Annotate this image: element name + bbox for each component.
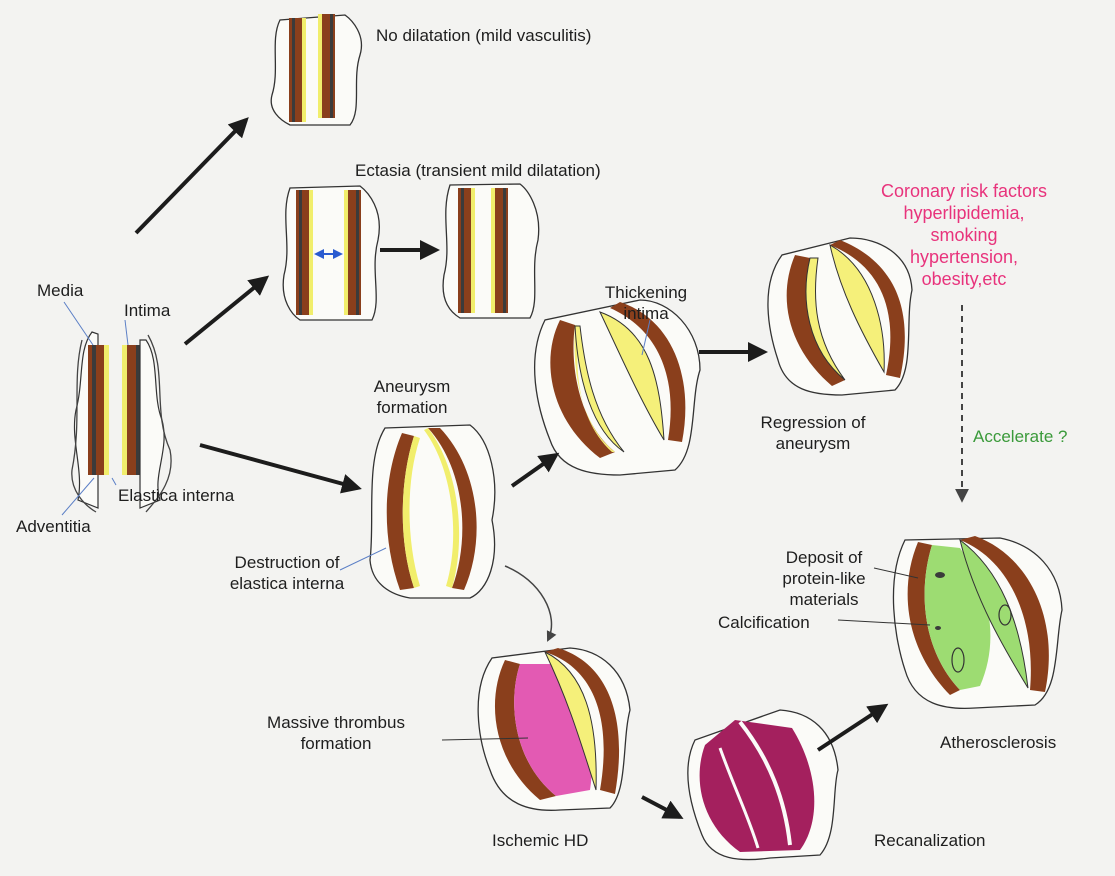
media-label: Media: [37, 280, 83, 301]
risk-factors-label: Coronary risk factors hyperlipidemia, sm…: [858, 180, 1070, 290]
calcification-label: Calcification: [718, 612, 810, 633]
aneurysm-formation-label: Aneurysm formation: [362, 376, 462, 418]
regression-label: Regression of aneurysm: [750, 412, 876, 454]
regression-line-2: aneurysm: [750, 433, 876, 454]
aneurysm-formation-line-1: Aneurysm: [362, 376, 462, 397]
adventitia-label: Adventitia: [16, 516, 91, 537]
recanalization-vessel: [688, 710, 838, 860]
calcification-spot: [935, 572, 945, 578]
ischemic-hd-label: Ischemic HD: [492, 830, 588, 851]
risk-factors-line-4: hypertension,: [858, 246, 1070, 268]
destruction-line-2: elastica interna: [212, 573, 362, 594]
atherosclerosis-vessel: [893, 536, 1062, 708]
massive-thrombus-line-2: formation: [255, 733, 417, 754]
risk-factors-line-2: hyperlipidemia,: [858, 202, 1070, 224]
risk-factors-line-1: Coronary risk factors: [858, 180, 1070, 202]
aneurysm-formation-line-2: formation: [362, 397, 462, 418]
thickening-intima-label: Thickening intima: [598, 282, 694, 324]
destruction-line-1: Destruction of: [212, 552, 362, 573]
massive-thrombus-label: Massive thrombus formation: [255, 712, 417, 754]
thickening-intima-vessel: [535, 300, 700, 475]
thrombus-arrow: [505, 566, 551, 640]
recanalization-label: Recanalization: [874, 830, 986, 851]
elastica-interna-label: Elastica interna: [118, 485, 234, 506]
ectasia-vessel-dilated: [283, 186, 379, 320]
risk-factors-line-5: obesity,etc: [858, 268, 1070, 290]
thickening-line-2: intima: [598, 303, 694, 324]
accelerate-label: Accelerate ?: [973, 426, 1068, 447]
intima-label: Intima: [124, 300, 170, 321]
no-dilatation-label: No dilatation (mild vasculitis): [376, 25, 591, 46]
massive-thrombus-line-1: Massive thrombus: [255, 712, 417, 733]
deposit-line-3: materials: [766, 589, 882, 610]
ectasia-label: Ectasia (transient mild dilatation): [355, 160, 601, 181]
thickening-line-1: Thickening: [598, 282, 694, 303]
deposit-label: Deposit of protein-like materials: [766, 547, 882, 610]
aneurysm-vessel: [370, 425, 495, 598]
no-dilatation-vessel: [271, 14, 361, 125]
deposit-line-1: Deposit of: [766, 547, 882, 568]
regression-line-1: Regression of: [750, 412, 876, 433]
thrombus-vessel: [478, 648, 630, 810]
ectasia-vessel-recovered: [443, 184, 539, 318]
risk-factors-line-3: smoking: [858, 224, 1070, 246]
destruction-label: Destruction of elastica interna: [212, 552, 362, 594]
deposit-line-2: protein-like: [766, 568, 882, 589]
atherosclerosis-label: Atherosclerosis: [940, 732, 1056, 753]
